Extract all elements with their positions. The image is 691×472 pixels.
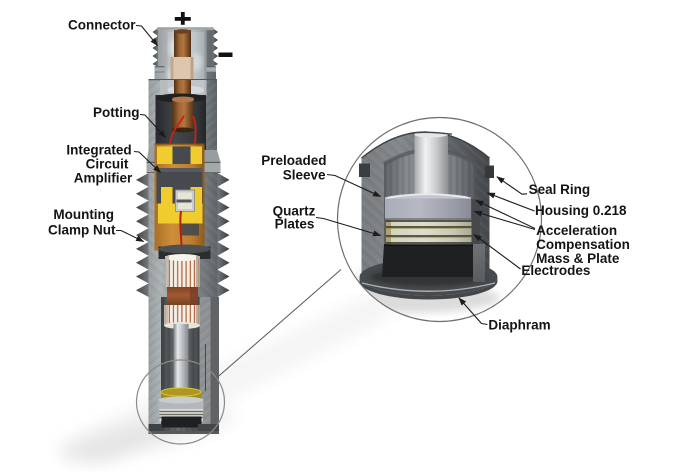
svg-text:Potting: Potting <box>93 105 140 120</box>
svg-text:Connector: Connector <box>68 18 136 33</box>
svg-text:Acceleration: Acceleration <box>536 223 617 238</box>
svg-text:Compensation: Compensation <box>536 237 630 252</box>
svg-text:Electrodes: Electrodes <box>521 263 590 278</box>
svg-text:Diaphram: Diaphram <box>488 317 550 332</box>
svg-text:Amplifier: Amplifier <box>74 171 133 186</box>
svg-text:Quartz: Quartz <box>273 204 316 219</box>
svg-text:Mounting: Mounting <box>53 207 114 222</box>
svg-text:Integrated: Integrated <box>66 143 131 158</box>
svg-text:Sleeve: Sleeve <box>283 167 326 182</box>
svg-text:Plates: Plates <box>275 217 315 232</box>
svg-text:Mass & Plate: Mass & Plate <box>536 251 620 266</box>
svg-text:Circuit: Circuit <box>86 157 129 172</box>
svg-text:Housing 0.218: Housing 0.218 <box>535 203 627 218</box>
svg-text:Clamp Nut: Clamp Nut <box>48 222 116 237</box>
svg-text:Seal Ring: Seal Ring <box>529 182 591 197</box>
svg-text:Preloaded: Preloaded <box>261 153 326 168</box>
